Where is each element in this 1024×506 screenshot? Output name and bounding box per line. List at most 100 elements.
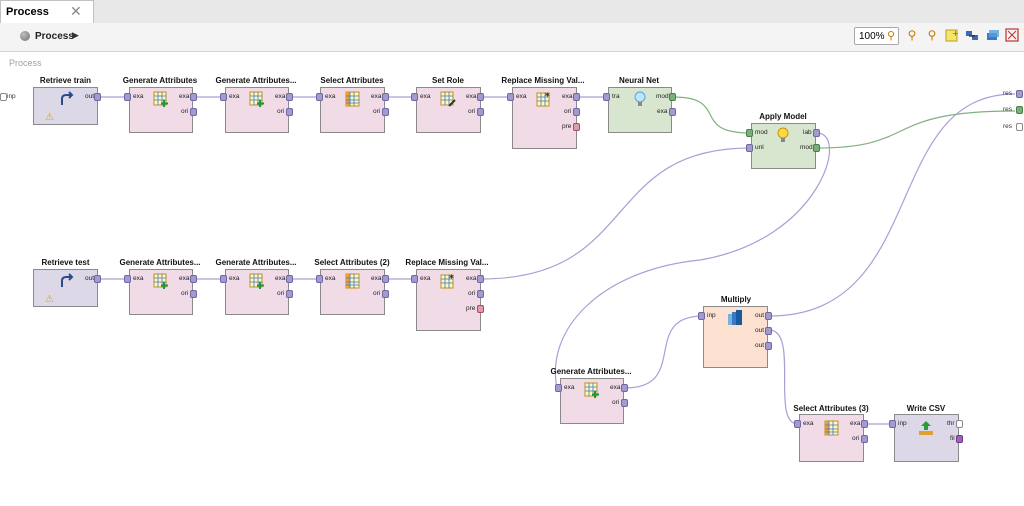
output-port[interactable] [286, 108, 293, 116]
input-port[interactable] [698, 312, 705, 320]
port-label: out [85, 93, 95, 100]
input-port[interactable] [507, 93, 514, 101]
output-port[interactable] [956, 420, 963, 428]
output-port[interactable] [477, 290, 484, 298]
close-icon[interactable]: ✕ [70, 3, 82, 19]
output-port[interactable] [94, 93, 101, 101]
input-port[interactable] [316, 275, 323, 283]
output-port[interactable] [477, 93, 484, 101]
port-label: fil [950, 435, 955, 442]
table-icon [345, 91, 361, 107]
process-result-label: res [1003, 90, 1013, 97]
operator-title: Generate Attributes... [550, 367, 632, 376]
output-port[interactable] [477, 275, 484, 283]
breadcrumb[interactable]: Process [35, 31, 74, 42]
input-port[interactable] [555, 384, 562, 392]
output-port[interactable] [813, 144, 820, 152]
add-note-icon[interactable]: + [944, 27, 960, 43]
svg-text:+: + [952, 29, 959, 38]
output-port[interactable] [765, 312, 772, 320]
input-port[interactable] [603, 93, 610, 101]
output-port[interactable] [765, 327, 772, 335]
output-port[interactable] [573, 123, 580, 131]
output-port[interactable] [477, 305, 484, 313]
output-port[interactable] [573, 93, 580, 101]
port-label: ori [181, 108, 189, 115]
process-result-port[interactable] [1016, 106, 1023, 114]
wire [816, 110, 1016, 149]
table-icon [345, 273, 361, 289]
output-port[interactable] [956, 435, 963, 443]
input-port[interactable] [316, 93, 323, 101]
port-label: ori [852, 435, 860, 442]
input-port[interactable] [889, 420, 896, 428]
port-label: ori [277, 108, 285, 115]
input-port[interactable] [746, 129, 753, 137]
output-port[interactable] [190, 275, 197, 283]
generate-table-icon [249, 91, 265, 107]
output-port[interactable] [94, 275, 101, 283]
input-port[interactable] [411, 275, 418, 283]
zoom-field[interactable]: 100% ⚲ [854, 27, 899, 45]
input-port[interactable] [124, 275, 131, 283]
output-port[interactable] [382, 290, 389, 298]
operator-title: Replace Missing Val... [501, 76, 585, 85]
output-port[interactable] [765, 342, 772, 350]
output-port[interactable] [669, 93, 676, 101]
canvas-label: Process [9, 58, 42, 68]
output-port[interactable] [286, 290, 293, 298]
operator-title: Retrieve train [39, 76, 92, 85]
output-port[interactable] [621, 399, 628, 407]
wire [768, 93, 1016, 317]
output-port[interactable] [286, 93, 293, 101]
input-port[interactable] [124, 93, 131, 101]
set-role-icon [440, 91, 456, 107]
process-input-port[interactable] [0, 93, 7, 101]
output-port[interactable] [621, 384, 628, 392]
port-label: exa [420, 275, 431, 282]
output-port[interactable] [573, 108, 580, 116]
port-label: out [755, 312, 765, 319]
zoom-out-icon[interactable]: ⚲ [927, 28, 937, 42]
process-icon [20, 31, 30, 41]
input-port[interactable] [746, 144, 753, 152]
auto-wire-icon[interactable] [964, 27, 980, 43]
port-label: exa [466, 275, 477, 282]
port-label: ori [181, 290, 189, 297]
output-port[interactable] [190, 290, 197, 298]
output-port[interactable] [861, 420, 868, 428]
output-port[interactable] [286, 275, 293, 283]
input-port[interactable] [220, 275, 227, 283]
layer-icon[interactable] [984, 27, 1000, 43]
operator-title: Replace Missing Val... [405, 258, 489, 267]
input-port[interactable] [411, 93, 418, 101]
generate-table-icon [249, 273, 265, 289]
output-port[interactable] [669, 108, 676, 116]
fit-icon[interactable] [1004, 27, 1020, 43]
port-label: mod [800, 144, 813, 151]
process-result-port[interactable] [1016, 90, 1023, 98]
output-port[interactable] [477, 108, 484, 116]
operator-title: Retrieve test [41, 258, 90, 267]
port-label: pre [466, 305, 476, 312]
port-label: exa [133, 93, 144, 100]
output-port[interactable] [382, 275, 389, 283]
multiply-icon [727, 310, 743, 326]
port-label: exa [850, 420, 861, 427]
output-port[interactable] [382, 108, 389, 116]
input-port[interactable] [794, 420, 801, 428]
process-result-port[interactable] [1016, 123, 1023, 131]
zoom-in-icon[interactable]: ⚲ [907, 28, 917, 42]
port-label: ori [564, 108, 572, 115]
input-port[interactable] [220, 93, 227, 101]
wire [480, 147, 751, 280]
output-port[interactable] [190, 93, 197, 101]
output-port[interactable] [382, 93, 389, 101]
output-port[interactable] [813, 129, 820, 137]
process-result-label: res [1003, 123, 1013, 130]
chevron-right-icon[interactable]: ▶ [72, 30, 79, 40]
operator-title: Write CSV [906, 404, 946, 413]
tab-process[interactable]: Process ✕ [0, 0, 94, 23]
output-port[interactable] [190, 108, 197, 116]
output-port[interactable] [861, 435, 868, 443]
